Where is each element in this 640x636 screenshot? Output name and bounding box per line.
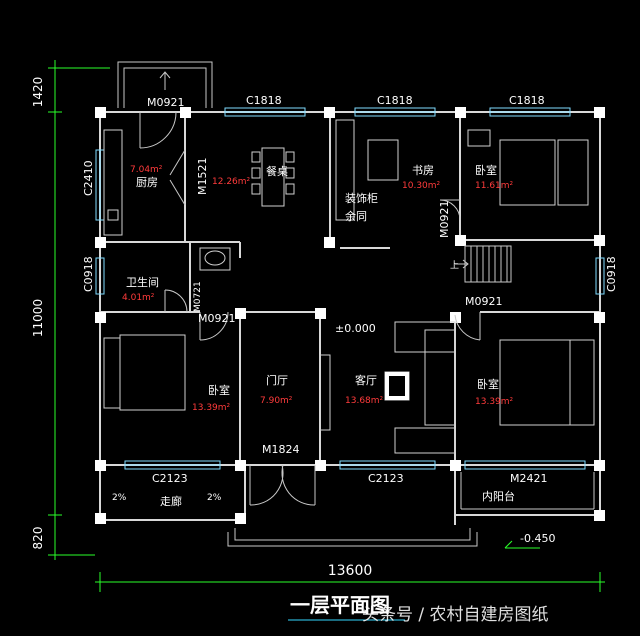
room-kitchen-area: 7.04m² <box>130 165 163 175</box>
level-outdoor: -0.450 <box>520 532 555 545</box>
windows <box>95 107 605 470</box>
tag-c2123-a: C2123 <box>152 472 188 485</box>
room-cabinet-name: 装饰柜 <box>345 191 378 205</box>
tag-m0921-sw: M0921 <box>198 312 236 325</box>
structural-columns <box>95 107 605 524</box>
room-bedroom-ne-name: 卧室 <box>475 163 497 177</box>
room-dining-area: 12.26m² <box>212 177 251 187</box>
room-corridor-name: 走廊 <box>160 494 182 508</box>
tag-m2421: M2421 <box>510 472 548 485</box>
room-kitchen-name: 厨房 <box>136 176 158 189</box>
exterior-walls <box>99 111 601 525</box>
staircase <box>455 245 512 283</box>
interior-walls <box>100 112 600 465</box>
tag-m0721: M0721 <box>193 281 203 312</box>
room-balcony-name: 内阳台 <box>482 489 515 503</box>
tag-m1521: M1521 <box>196 158 209 196</box>
room-bedroom-se-area: 13.39m² <box>475 397 514 407</box>
room-foyer-name: 门厅 <box>266 373 288 387</box>
room-study-name: 书房 <box>412 164 434 177</box>
watermark-text: 头条号 / 农村自建房图纸 <box>362 605 549 625</box>
tag-c1818-c: C1818 <box>509 94 545 107</box>
tag-c2123-b: C2123 <box>368 472 404 485</box>
tag-c0918-e: C0918 <box>605 256 618 292</box>
room-bedroom-se-name: 卧室 <box>477 377 499 391</box>
room-living-area: 13.68m² <box>345 396 384 406</box>
dim-overall-depth: 11000 <box>31 299 45 337</box>
dim-overall-width: 13600 <box>328 563 373 579</box>
stair-up-label: 上 <box>450 260 459 271</box>
room-bath-name: 卫生间 <box>126 275 159 289</box>
room-bedroom-sw-name: 卧室 <box>208 383 230 397</box>
room-study-area: 10.30m² <box>402 181 441 191</box>
tag-c0918-w: C0918 <box>82 256 95 292</box>
level-main: ±0.000 <box>335 322 376 335</box>
top-entry-porch <box>117 61 213 108</box>
room-bath-area: 4.01m² <box>122 293 155 303</box>
room-dining-name: 餐桌 <box>266 164 288 178</box>
room-bedroom-ne-area: 11.61m² <box>475 181 514 191</box>
tag-door-top: M0921 <box>147 96 185 109</box>
dim-bottom-porch: 820 <box>31 527 45 550</box>
drawing-title: 一层平面图 <box>290 593 390 617</box>
room-foyer-area: 7.90m² <box>260 396 293 406</box>
dimension-lines <box>48 60 605 592</box>
tag-m0921-study: M0921 <box>438 201 451 239</box>
tag-slope-a: 2% <box>112 493 127 503</box>
furniture <box>103 119 595 454</box>
tag-slope-b: 2% <box>207 493 222 503</box>
room-living-name: 客厅 <box>355 373 377 387</box>
dim-top-porch: 1420 <box>31 77 45 108</box>
doors <box>139 111 481 506</box>
tag-c1818-a: C1818 <box>246 94 282 107</box>
room-bedroom-sw-area: 13.39m² <box>192 403 231 413</box>
front-steps <box>227 528 478 547</box>
tag-m0921-se: M0921 <box>465 295 503 308</box>
room-partition-name: 余同 <box>345 209 367 223</box>
tag-m1824: M1824 <box>262 443 300 456</box>
tag-c1818-b: C1818 <box>377 94 413 107</box>
tag-c2410: C2410 <box>82 160 95 196</box>
